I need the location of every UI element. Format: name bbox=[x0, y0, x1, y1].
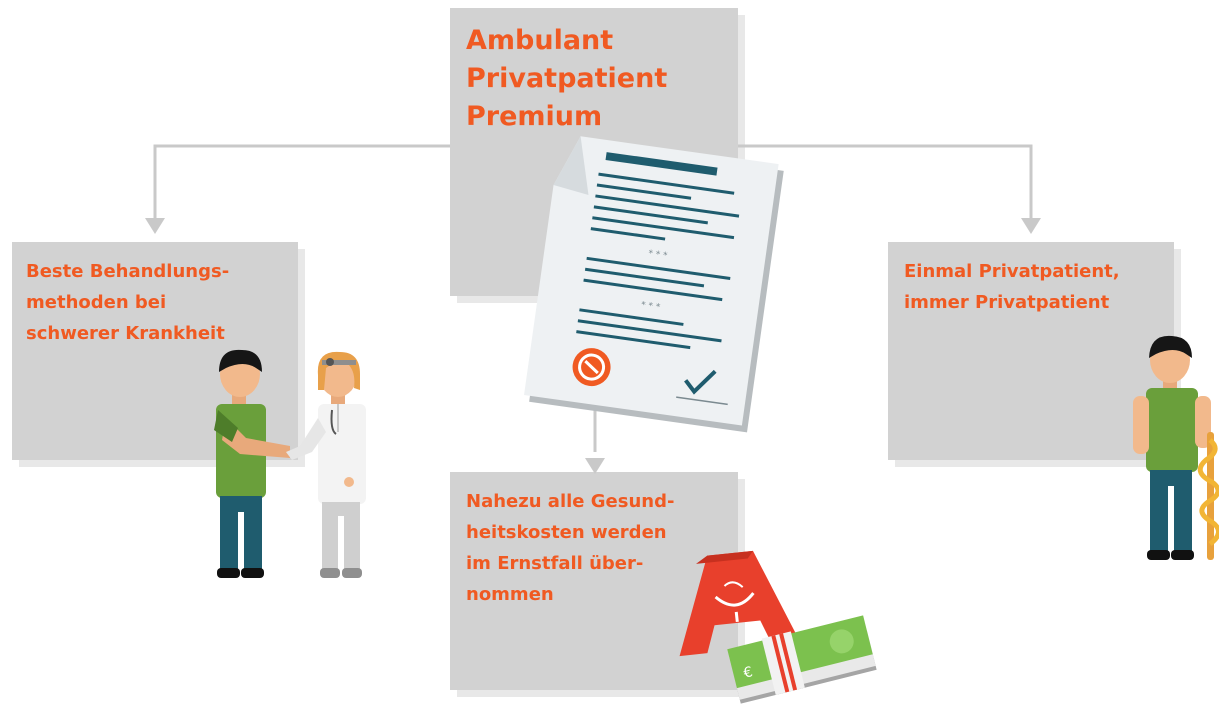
checkmark-icon bbox=[676, 369, 728, 406]
arrow-right bbox=[1021, 218, 1041, 234]
right-text: Einmal Privatpatient, immer Privatpatien… bbox=[904, 261, 1120, 313]
document-dots-bottom: * * * bbox=[640, 300, 661, 313]
doctor-figure bbox=[286, 351, 366, 578]
right-box bbox=[888, 242, 1174, 460]
document-dots-top: * * * bbox=[648, 249, 669, 262]
banknote-bundle-icon: € bbox=[727, 615, 877, 704]
left-text: Beste Behandlungs- methoden bei schwerer… bbox=[26, 261, 230, 344]
connector-right bbox=[738, 144, 1033, 220]
seal-icon bbox=[572, 348, 611, 387]
bottom-text: Nahezu alle Gesund- heitskosten werden i… bbox=[466, 491, 675, 605]
arrow-bottom bbox=[585, 458, 605, 474]
center-title: Ambulant Privatpatient Premium bbox=[466, 25, 668, 132]
connector-left bbox=[153, 144, 450, 220]
currency-symbol: € bbox=[742, 664, 755, 682]
arrow-left bbox=[145, 218, 165, 234]
patient-figure-left bbox=[214, 349, 290, 578]
caduceus-icon bbox=[1197, 432, 1219, 560]
apothecary-a-icon bbox=[679, 550, 801, 657]
